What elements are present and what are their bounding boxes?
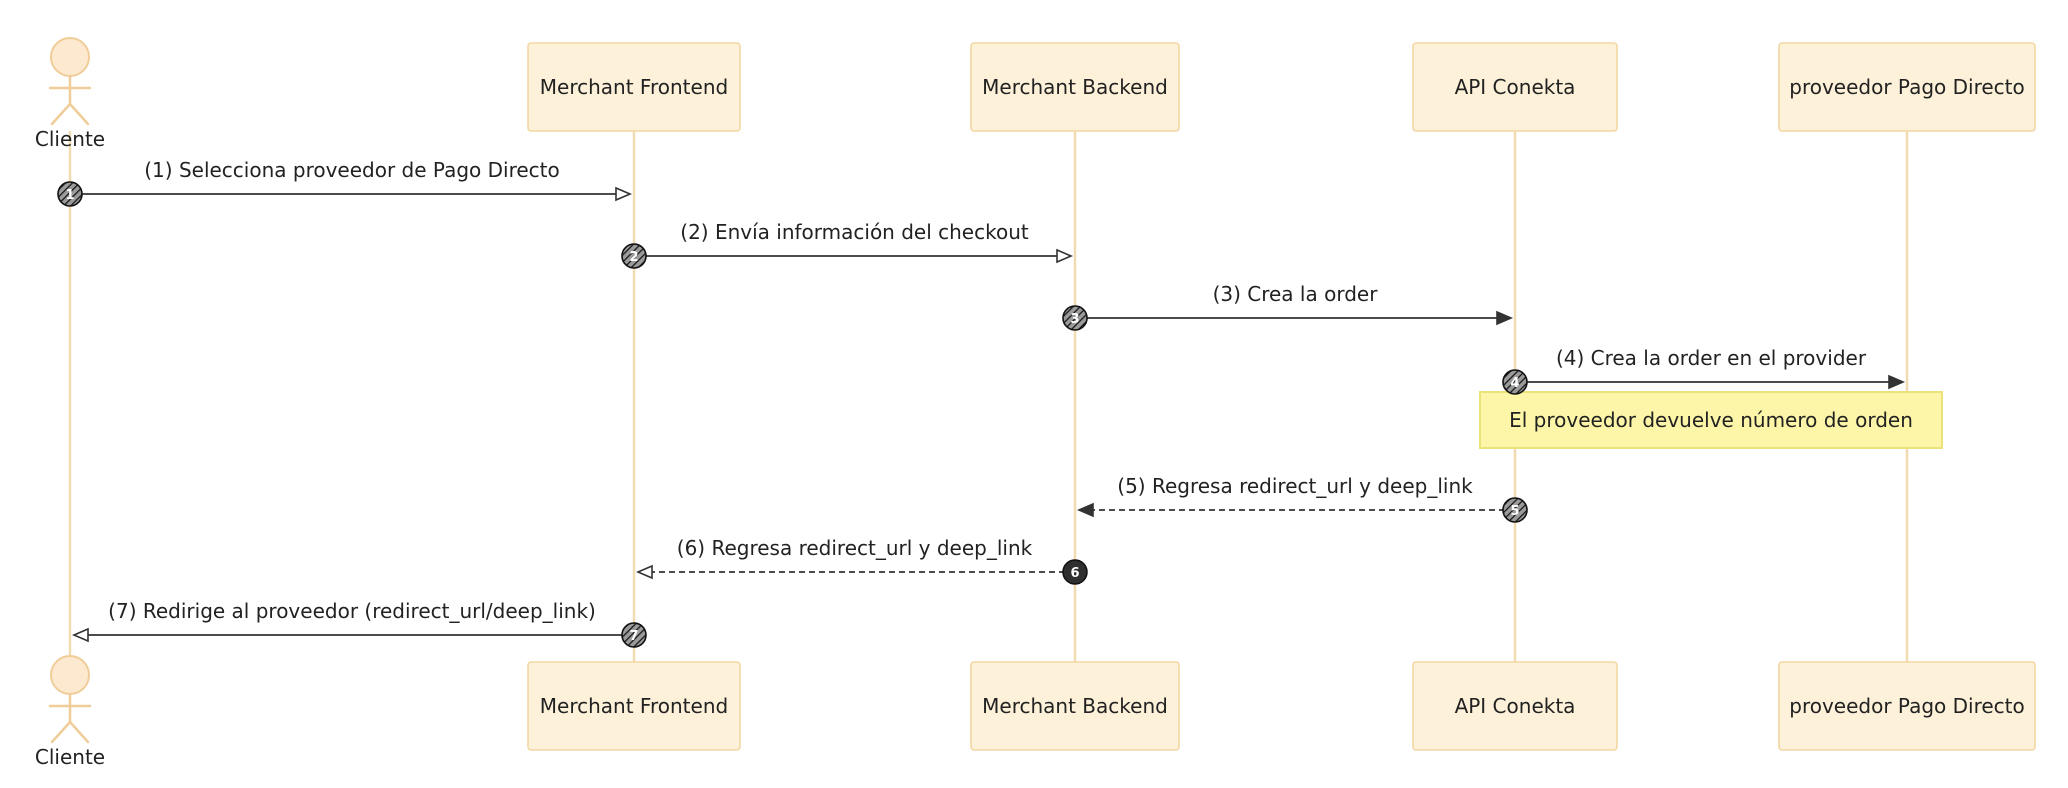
participant-box [970, 661, 1180, 751]
sequence-dot-number: 6 [1070, 566, 1079, 581]
sequence-dot-circle [1062, 305, 1088, 331]
sequence-dot-number: 7 [629, 629, 638, 644]
participant-top-merchant-frontend: Merchant Frontend [527, 42, 741, 132]
sequence-dot-number: 5 [1510, 504, 1519, 519]
participant-box [527, 42, 741, 132]
participant-label: Merchant Backend [982, 75, 1168, 99]
note: El proveedor devuelve número de orden [1479, 391, 1943, 449]
message-7: (7) Redirige al proveedor (redirect_url/… [71, 599, 647, 648]
sequence-dot: 3 [1062, 305, 1088, 331]
arrowhead [1056, 248, 1074, 264]
participant-label: proveedor Pago Directo [1789, 694, 2025, 718]
message-label: (6) Regresa redirect_url y deep_link [677, 536, 1033, 560]
message-label: (2) Envía información del checkout [680, 220, 1029, 244]
sequence-dot: 1 [57, 181, 83, 207]
participant-box [1412, 661, 1618, 751]
sequence-dot: 7 [621, 622, 647, 648]
participant-box [1778, 661, 2036, 751]
arrowhead [615, 186, 633, 202]
message-label: (1) Selecciona proveedor de Pago Directo [144, 158, 559, 182]
message-4: (4) Crea la order en el provider 4 [1502, 346, 1906, 395]
message-label: (5) Regresa redirect_url y deep_link [1117, 474, 1473, 498]
actor-left-leg [50, 102, 72, 126]
participant-label: Merchant Frontend [540, 75, 728, 99]
participant-label: API Conekta [1455, 694, 1576, 718]
arrowhead [1076, 502, 1094, 518]
participant-bottom-merchant-frontend: Merchant Frontend [527, 661, 741, 751]
note-layer: El proveedor devuelve número de orden [1479, 391, 1943, 449]
sequence-dot-circle [621, 243, 647, 269]
sequence-dot: 6 [1062, 559, 1088, 585]
participant-label: Merchant Backend [982, 694, 1168, 718]
message-label: (7) Redirige al proveedor (redirect_url/… [108, 599, 596, 623]
participant-label: Merchant Frontend [540, 694, 728, 718]
sequence-dot-number: 2 [629, 250, 638, 265]
actor-right-leg [68, 102, 90, 126]
message-3: (3) Crea la order 3 [1062, 282, 1514, 331]
participant-top-api-conekta: API Conekta [1412, 42, 1618, 132]
note-box [1479, 391, 1943, 449]
message-1: (1) Selecciona proveedor de Pago Directo… [57, 158, 633, 207]
arrowhead [71, 627, 89, 643]
sequence-dot-circle [1062, 559, 1088, 585]
actor-right-leg [68, 720, 90, 744]
sequence-dot-circle [621, 622, 647, 648]
messages: (1) Selecciona proveedor de Pago Directo… [57, 158, 1906, 648]
note-label: El proveedor devuelve número de orden [1509, 408, 1913, 432]
message-6: (6) Regresa redirect_url y deep_link 6 [635, 536, 1088, 585]
sequence-dot-circle [1502, 369, 1528, 395]
sequence-dot-circle [1502, 497, 1528, 523]
participant-bottom-proveedor-pago-directo: proveedor Pago Directo [1778, 661, 2036, 751]
participant-box [527, 661, 741, 751]
sequence-dot: 4 [1502, 369, 1528, 395]
actor-head [50, 37, 90, 77]
participant-top-proveedor-pago-directo: proveedor Pago Directo [1778, 42, 2036, 132]
actor-label: Cliente [35, 745, 105, 769]
actor-head [50, 655, 90, 695]
sequence-dot: 5 [1502, 497, 1528, 523]
arrowhead [1496, 310, 1514, 326]
actor-top-cliente: Cliente [35, 37, 105, 151]
message-5: (5) Regresa redirect_url y deep_link 5 [1076, 474, 1528, 523]
message-2: (2) Envía información del checkout 2 [621, 220, 1074, 269]
participant-box [1412, 42, 1618, 132]
sequence-dot-number: 3 [1070, 312, 1079, 327]
participant-label: API Conekta [1455, 75, 1576, 99]
arrowhead [635, 564, 653, 580]
sequence-dot-number: 1 [65, 188, 74, 203]
participant-top-merchant-backend: Merchant Backend [970, 42, 1180, 132]
participant-bottom-merchant-backend: Merchant Backend [970, 661, 1180, 751]
actor-label: Cliente [35, 127, 105, 151]
sequence-dot-number: 4 [1510, 376, 1519, 391]
sequence-dot-circle [57, 181, 83, 207]
sequence-dot: 2 [621, 243, 647, 269]
actor-bottom-cliente: Cliente [35, 655, 105, 769]
arrowhead [1888, 374, 1906, 390]
participant-bottom-api-conekta: API Conekta [1412, 661, 1618, 751]
participant-box [970, 42, 1180, 132]
participant-label: proveedor Pago Directo [1789, 75, 2025, 99]
message-label: (4) Crea la order en el provider [1556, 346, 1867, 370]
message-label: (3) Crea la order [1213, 282, 1379, 306]
actor-left-leg [50, 720, 72, 744]
participant-box [1778, 42, 2036, 132]
